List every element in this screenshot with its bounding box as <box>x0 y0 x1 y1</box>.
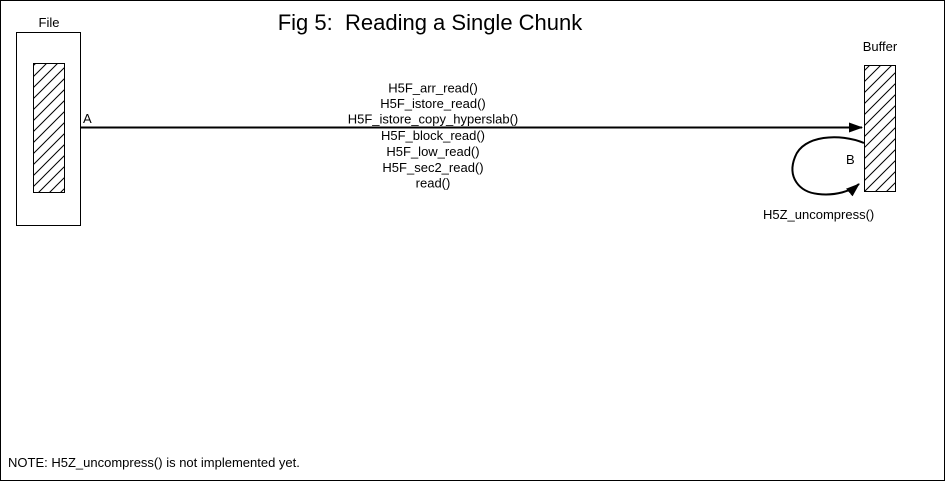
function-label: H5F_sec2_read() <box>382 160 483 175</box>
function-label: H5F_istore_copy_hyperslab() <box>348 112 519 127</box>
file-label: File <box>39 15 60 30</box>
figure-title: Fig 5: Reading a Single Chunk <box>278 10 584 35</box>
uncompress-function-label: H5Z_uncompress() <box>763 207 874 222</box>
function-label: H5F_low_read() <box>386 144 479 159</box>
function-label: H5F_arr_read() <box>388 81 478 96</box>
buffer-hatched <box>864 65 896 192</box>
footnote: NOTE: H5Z_uncompress() is not implemente… <box>8 455 300 470</box>
function-label: H5F_block_read() <box>381 128 485 143</box>
function-label: read() <box>416 176 451 191</box>
read-arrow-marker-label: A <box>83 111 92 126</box>
function-label: H5F_istore_read() <box>380 96 486 111</box>
uncompress-marker-label: B <box>846 152 855 167</box>
file-chunk-hatched <box>33 63 65 193</box>
uncompress-loop-arrow <box>791 136 865 197</box>
buffer-label: Buffer <box>863 39 898 54</box>
